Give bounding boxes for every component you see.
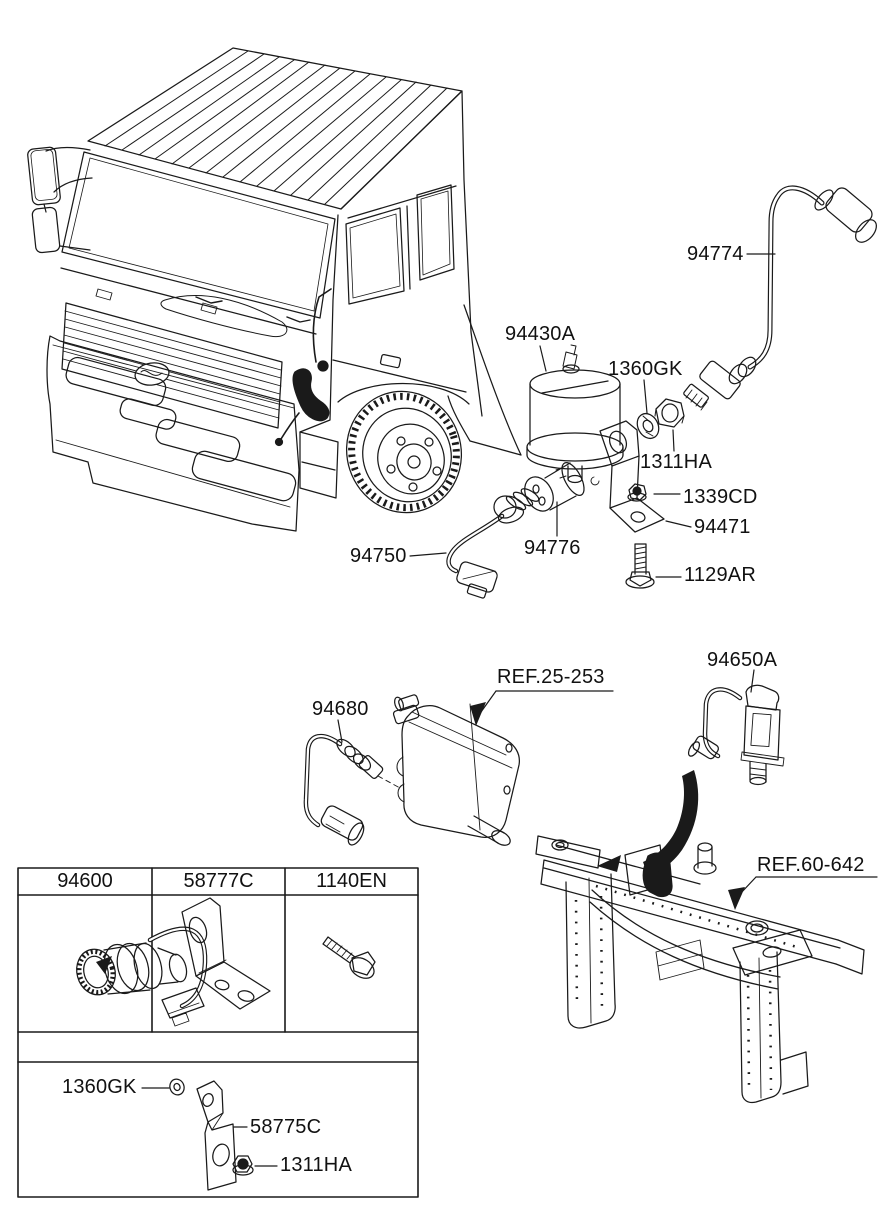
table-part-94600-drawing bbox=[76, 926, 208, 1027]
callout-94471: 94471 bbox=[694, 516, 751, 538]
part-94430a-drawing bbox=[526, 344, 624, 484]
frame-ref60-drawing bbox=[535, 770, 865, 1104]
part-94750-drawing bbox=[446, 488, 540, 599]
table-header-94600: 94600 bbox=[57, 870, 113, 892]
callout-94750: 94750 bbox=[350, 545, 407, 567]
table-header-58777c: 58777C bbox=[183, 870, 254, 892]
bottom-nut-1311ha-drawing bbox=[232, 1155, 254, 1176]
callout-ref-25-253: REF.25-253 bbox=[497, 666, 605, 688]
callout-bottom-1360gk: 1360GK bbox=[62, 1076, 137, 1098]
callout-1311ha: 1311HA bbox=[640, 451, 712, 473]
callout-bottom-58775c: 58775C bbox=[250, 1116, 322, 1138]
table-part-58777c-drawing bbox=[181, 897, 271, 1010]
callout-94774: 94774 bbox=[687, 243, 744, 265]
part-94680-drawing bbox=[303, 733, 401, 846]
tank-ref25-drawing bbox=[392, 694, 521, 846]
callout-94430a: 94430A bbox=[505, 323, 576, 345]
parts-table-frame bbox=[17, 867, 419, 1198]
callout-ref-60-642: REF.60-642 bbox=[757, 854, 865, 876]
table-part-1140en-drawing bbox=[322, 936, 376, 979]
callout-94650a: 94650A bbox=[707, 649, 778, 671]
bolt-1129ar-drawing bbox=[625, 543, 655, 589]
callout-1339cd: 1339CD bbox=[683, 486, 758, 508]
bottom-leader-lines bbox=[141, 1087, 278, 1167]
callout-94776: 94776 bbox=[524, 537, 581, 559]
callout-bottom-1311ha: 1311HA bbox=[280, 1154, 352, 1176]
bottom-washer-1360gk-drawing bbox=[169, 1078, 185, 1096]
leader-lines bbox=[337, 253, 878, 910]
callout-1360gk: 1360GK bbox=[608, 358, 683, 380]
nut-1339cd-drawing bbox=[627, 483, 647, 502]
bottom-bracket-58775c-drawing bbox=[196, 1080, 237, 1191]
part-94650a-drawing bbox=[687, 684, 785, 786]
callout-1129ar: 1129AR bbox=[684, 564, 756, 586]
part-94774-drawing bbox=[683, 185, 877, 411]
table-header-1140en: 1140EN bbox=[316, 870, 387, 892]
nut-1311ha-drawing bbox=[654, 398, 685, 428]
part-94776-drawing bbox=[524, 462, 585, 512]
truck-cab-drawing bbox=[27, 47, 522, 532]
washer-1360gk-drawing bbox=[636, 412, 660, 440]
callout-94680: 94680 bbox=[312, 698, 369, 720]
